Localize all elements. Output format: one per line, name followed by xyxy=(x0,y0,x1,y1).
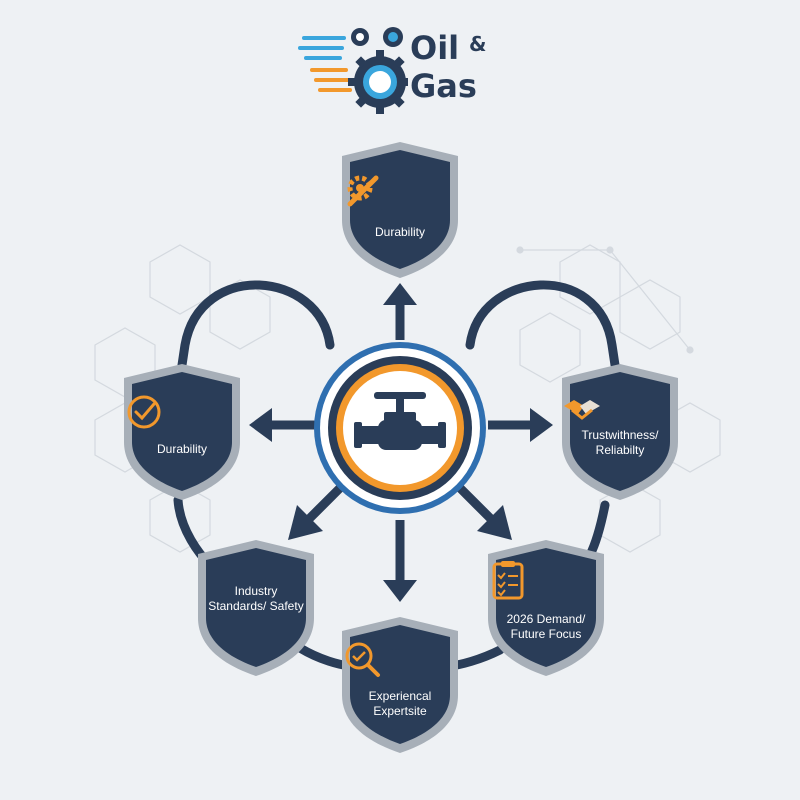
shield-label-bottom-right: 2026 Demand/ Future Focus xyxy=(506,612,586,641)
gear-speed-icon xyxy=(298,27,408,114)
handshake-icon xyxy=(564,400,600,420)
shield-node-right: Trustwithness/ Reliabilty xyxy=(560,362,680,502)
shield-label-top: Durability xyxy=(374,225,425,239)
network-node-decoration xyxy=(516,246,694,354)
valve-icon xyxy=(354,392,446,450)
wrench-gear-icon xyxy=(347,175,379,207)
shield-label-bottom-left: Industry Standards/ Safety xyxy=(208,584,304,613)
gauge-check-icon xyxy=(127,395,161,429)
arrow-connectors xyxy=(249,283,553,602)
logo-word-gas: Gas xyxy=(410,67,477,105)
logo-word-oil: Oil xyxy=(410,29,460,67)
shield-node-bottom-left: Industry Standards/ Safety xyxy=(196,538,316,678)
brain-magnifier-icon xyxy=(345,642,380,677)
shield-label-left: Durability xyxy=(156,442,207,456)
logo-ampersand: & xyxy=(469,32,487,56)
oil-and-gas-logo: Oil & Gas xyxy=(298,20,498,115)
shield-node-bottom: Experiencal Expertsite xyxy=(340,615,460,755)
shield-node-top: Durability xyxy=(340,140,460,280)
shield-label-right: Trustwithness/ Reliabilty xyxy=(581,428,659,457)
shield-node-bottom-right: 2026 Demand/ Future Focus xyxy=(486,538,606,678)
clipboard-checklist-icon xyxy=(492,561,524,600)
shield-node-left: Durability xyxy=(122,362,242,502)
shield-label-bottom: Experiencal Expertsite xyxy=(368,689,432,718)
